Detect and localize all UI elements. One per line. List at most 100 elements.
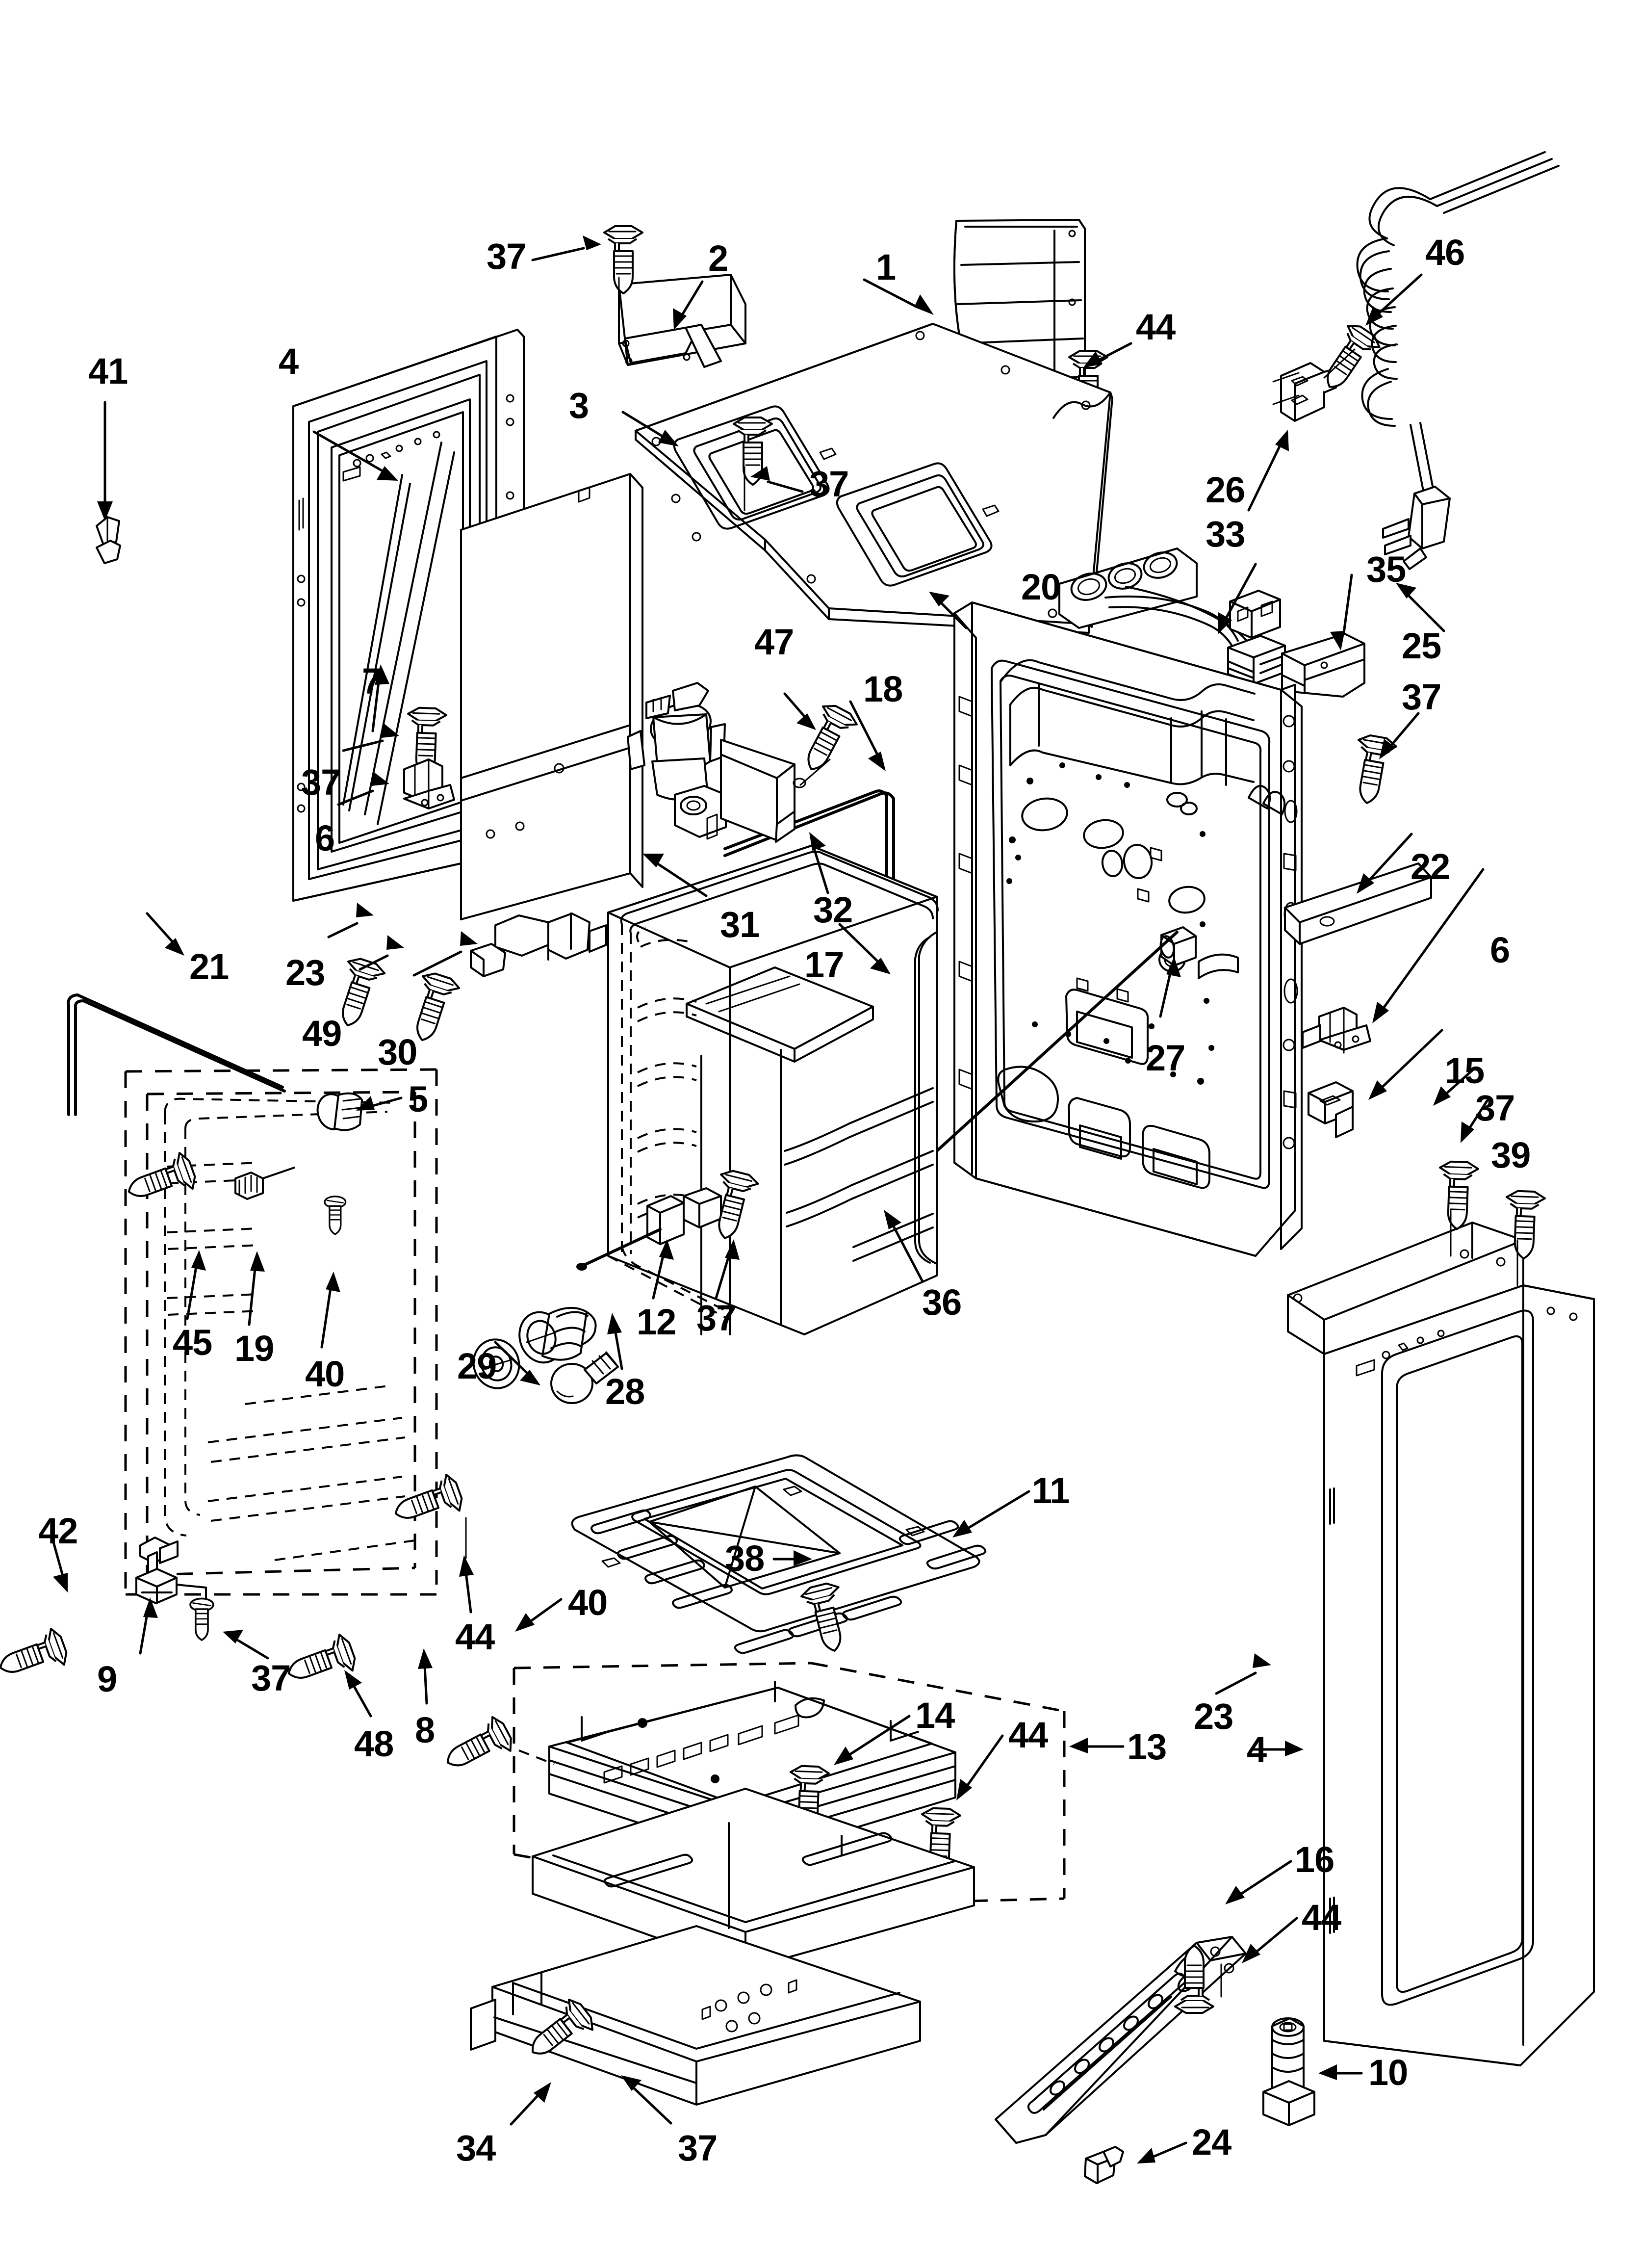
callout-37-f: 37 — [696, 1298, 736, 1338]
part-6-hinge-receiver-right — [1302, 1007, 1371, 1054]
callout-23-a: 23 — [285, 952, 325, 993]
callout-10: 10 — [1368, 2052, 1408, 2093]
part-37-screw-leveling — [189, 1597, 214, 1641]
callout-42: 42 — [38, 1511, 78, 1551]
callout-39: 39 — [1491, 1135, 1531, 1175]
callout-36: 36 — [922, 1282, 962, 1323]
part-22-chassis-angle-brace — [1284, 862, 1432, 945]
callout-32: 32 — [813, 889, 853, 930]
part-48-screw — [281, 1631, 359, 1693]
part-20-rear-chassis-panel — [953, 601, 1303, 1257]
callout-8: 8 — [415, 1710, 435, 1750]
callout-40-a: 40 — [305, 1354, 345, 1394]
callout-6-b: 6 — [1490, 930, 1510, 970]
callout-37-c: 37 — [1402, 677, 1441, 717]
callout-16: 16 — [1295, 1839, 1334, 1880]
callout-22: 22 — [1411, 846, 1450, 887]
part-24-retainer-clip — [1084, 2146, 1124, 2184]
callout-31: 31 — [720, 904, 760, 945]
part-10-anti-tip-foot — [1262, 2017, 1315, 2126]
part-41-door-handle-clip — [96, 516, 121, 564]
callout-37-d: 37 — [301, 762, 341, 803]
callout-2: 2 — [708, 238, 728, 279]
part-6-hinge-receiver-left — [403, 758, 455, 809]
callout-44-a: 44 — [1136, 307, 1176, 347]
callout-14: 14 — [915, 1695, 955, 1736]
part-30-door-strike — [470, 912, 607, 977]
part-45-screw — [121, 1149, 200, 1211]
part-drawer-bottom-tray — [532, 1788, 975, 1970]
callout-45: 45 — [173, 1322, 212, 1363]
callout-35: 35 — [1366, 549, 1406, 590]
callout-24: 24 — [1192, 2122, 1232, 2163]
callout-27: 27 — [1146, 1038, 1185, 1078]
callout-6-a: 6 — [315, 818, 335, 859]
callout-44-b: 44 — [455, 1616, 495, 1657]
callout-12: 12 — [637, 1302, 676, 1342]
callout-5: 5 — [408, 1079, 428, 1120]
part-25-power-supply-cord — [1356, 151, 1560, 570]
callout-37-a: 37 — [487, 236, 526, 277]
part-4-oven-door-right — [1287, 1222, 1595, 2066]
callout-47: 47 — [754, 622, 794, 662]
part-42-screw — [0, 1625, 71, 1687]
callout-44-c: 44 — [1008, 1715, 1048, 1755]
callout-11: 11 — [1032, 1470, 1070, 1511]
callout-23-b: 23 — [1194, 1696, 1233, 1737]
callout-33: 33 — [1206, 514, 1245, 554]
callout-44-d: 44 — [1302, 1897, 1341, 1938]
callout-26: 26 — [1206, 469, 1245, 510]
callout-3: 3 — [569, 385, 589, 426]
part-door-inner-liner — [460, 473, 643, 920]
part-21-side-panel-trim — [67, 993, 286, 1116]
part-26-ground-bracket — [1272, 362, 1337, 422]
callout-48: 48 — [354, 1723, 394, 1764]
callout-21: 21 — [189, 946, 229, 987]
callout-37-h: 37 — [678, 2128, 718, 2168]
callout-19: 19 — [234, 1328, 274, 1369]
callout-4-right: 4 — [1247, 1729, 1267, 1770]
part-9-leveling-leg — [135, 1537, 207, 1614]
part-37-screw-door-right-a — [1438, 1161, 1479, 1230]
part-5-hole-plug — [316, 1092, 363, 1131]
part-44-screw-lower-left — [388, 1471, 466, 1533]
callout-9: 9 — [97, 1659, 117, 1699]
callout-17: 17 — [804, 944, 844, 985]
part-40-screw-drawer-left — [439, 1714, 516, 1779]
part-32-door-lock-motor-assembly — [627, 682, 806, 843]
callout-38: 38 — [725, 1538, 765, 1579]
part-15-wire-retainer-clip — [1308, 1081, 1354, 1138]
part-11-drawer-rack-grate — [571, 1454, 987, 1654]
part-36-oven-cavity-assembly — [607, 845, 939, 1335]
part-12-oven-sensor — [576, 1187, 722, 1271]
callout-40-b: 40 — [568, 1582, 608, 1623]
leader-lines — [51, 235, 1488, 2164]
callout-15: 15 — [1445, 1050, 1485, 1091]
callout-37-g: 37 — [251, 1658, 291, 1698]
part-19-spacer — [234, 1167, 295, 1200]
callout-7: 7 — [362, 661, 382, 702]
part-16-drawer-slide-rail — [995, 1936, 1247, 2144]
callout-37-e: 37 — [1475, 1088, 1515, 1128]
callout-46: 46 — [1425, 232, 1465, 273]
part-40-screw-a — [324, 1196, 347, 1235]
callout-1: 1 — [876, 247, 896, 287]
callout-20: 20 — [1021, 567, 1061, 607]
callout-41: 41 — [88, 351, 128, 391]
part-47-screw-lock-motor — [795, 701, 860, 779]
callout-30: 30 — [378, 1032, 417, 1072]
callout-13: 13 — [1127, 1726, 1167, 1767]
callout-25: 25 — [1402, 626, 1441, 666]
part-2-vent-deflector — [618, 274, 746, 368]
callout-49: 49 — [302, 1013, 342, 1054]
callout-29: 29 — [457, 1346, 497, 1386]
callout-4-left: 4 — [279, 341, 299, 382]
part-34-drawer-front-panel — [470, 1925, 921, 2106]
part-29-oven-light-bulb — [472, 1307, 619, 1404]
callout-37-b: 37 — [809, 464, 849, 504]
part-8-side-panel-phantom — [124, 1068, 438, 1596]
callout-34: 34 — [456, 2128, 496, 2168]
part-3-maintop-panel — [635, 323, 1113, 634]
